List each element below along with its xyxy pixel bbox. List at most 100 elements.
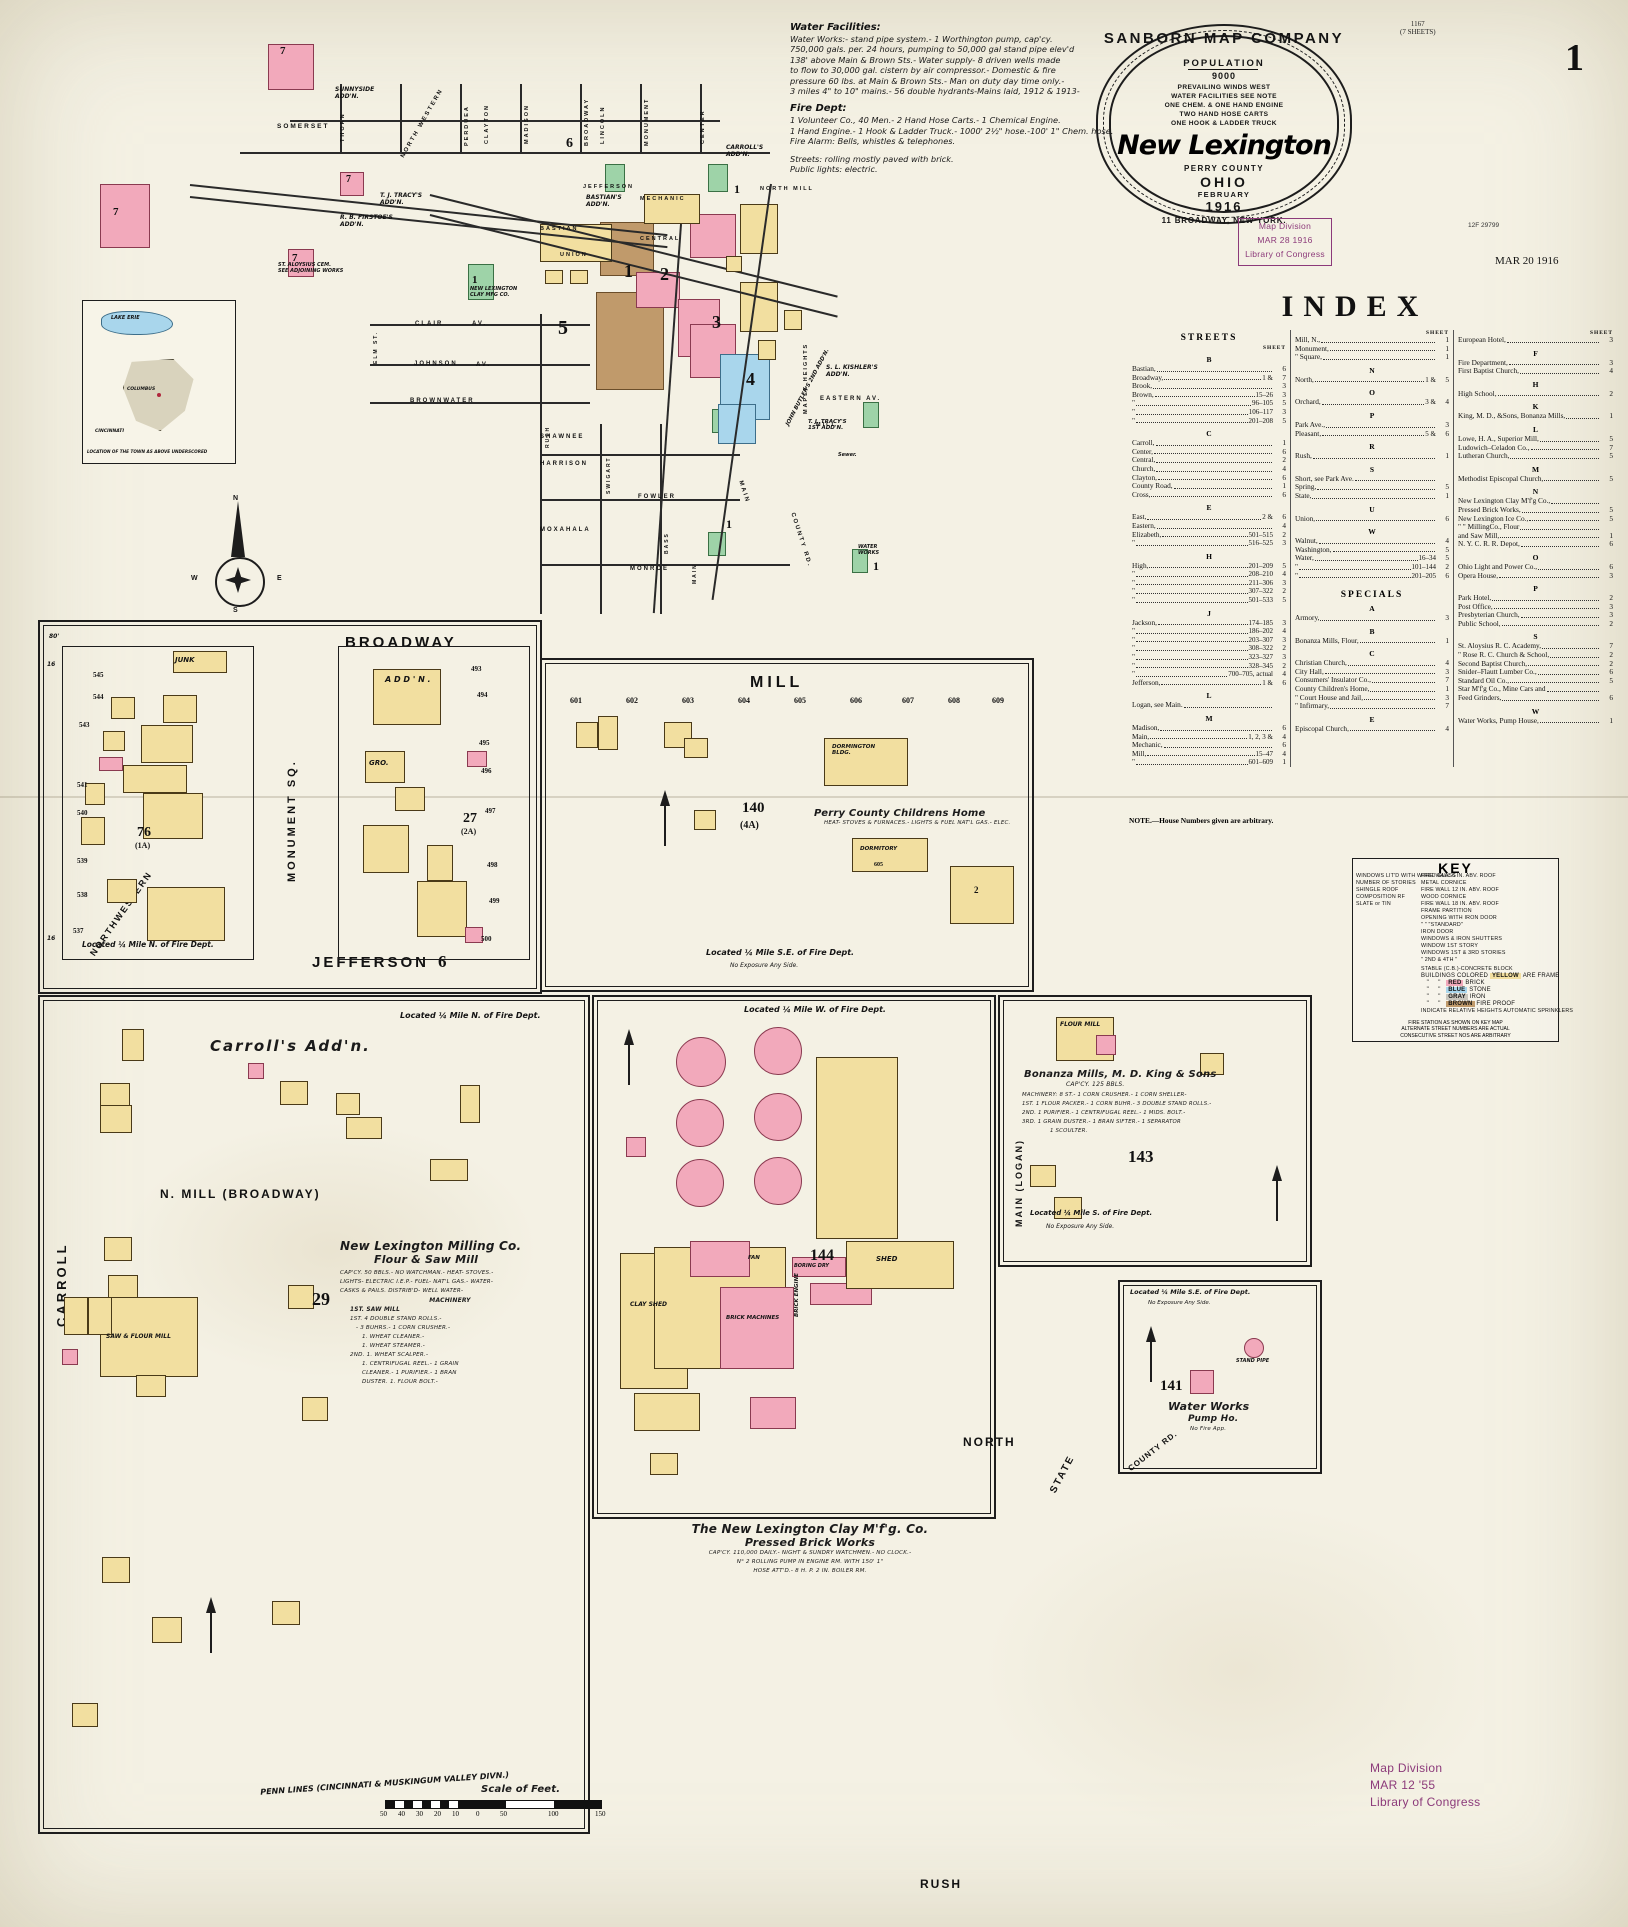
- index-entry[interactable]: Methodist Episcopal Church,5: [1458, 474, 1613, 484]
- index-entry[interactable]: Star M'f'g Co., Mine Cars and: [1458, 685, 1613, 694]
- index-entry[interactable]: Opera House,3: [1458, 571, 1613, 581]
- index-entry[interactable]: Church,4: [1132, 464, 1286, 474]
- index-entry[interactable]: Rush,1: [1295, 452, 1449, 461]
- index-entry[interactable]: Feed Grinders,6: [1458, 693, 1613, 703]
- index-entry[interactable]: Union,6: [1295, 514, 1449, 524]
- index-entry[interactable]: Park Ave.,3: [1295, 420, 1449, 430]
- index-entry[interactable]: Park Hotel,2: [1458, 593, 1613, 603]
- index-entry[interactable]: High School,2: [1458, 389, 1613, 399]
- index-entry[interactable]: " Rose R. C. Church & School,2: [1458, 650, 1613, 660]
- index-entry[interactable]: Logan, see Main.: [1132, 701, 1286, 710]
- index-entry[interactable]: Monument,1: [1295, 344, 1449, 354]
- index-entry[interactable]: Public School,2: [1458, 619, 1613, 629]
- index-entry[interactable]: Christian Church,4: [1295, 659, 1449, 668]
- index-entry[interactable]: Snider–Flautt Lumber Co.,6: [1458, 668, 1613, 677]
- map-block: [100, 184, 150, 248]
- index-entry[interactable]: Walnut,4: [1295, 537, 1449, 546]
- index-entry[interactable]: Center,6: [1132, 447, 1286, 457]
- index-entry[interactable]: Ludowich–Celadon Co.,7: [1458, 443, 1613, 453]
- index-entry[interactable]: European Hotel,3: [1458, 335, 1613, 345]
- index-entry[interactable]: Armory,3: [1295, 613, 1449, 623]
- index-entry[interactable]: Washington,5: [1295, 545, 1449, 555]
- index-entry-range: 208–210: [1248, 570, 1274, 579]
- index-entry[interactable]: State,1: [1295, 491, 1449, 501]
- index-entry[interactable]: " Court House and Jail,3: [1295, 693, 1449, 703]
- index-entry[interactable]: East,2 &6: [1132, 513, 1286, 522]
- index-entry[interactable]: County Children's Home,1: [1295, 684, 1449, 694]
- index-entry[interactable]: Consumers' Insulator Co.,7: [1295, 676, 1449, 685]
- index-entry[interactable]: Mechanic,6: [1132, 741, 1286, 750]
- index-entry[interactable]: Cross,6: [1132, 490, 1286, 500]
- index-entry[interactable]: Broadway,1 &7: [1132, 373, 1286, 383]
- index-entry[interactable]: Standard Oil Co.,5: [1458, 676, 1613, 686]
- index-entry[interactable]: N. Y. C. R. R. Depot,6: [1458, 540, 1613, 549]
- index-entry[interactable]: " Square,1: [1295, 353, 1449, 362]
- index-entry[interactable]: Water Works, Pump House,1: [1458, 716, 1613, 726]
- index-entry[interactable]: Short, see Park Ave.: [1295, 474, 1449, 484]
- map-building: [1054, 1197, 1082, 1219]
- index-entry-sheet: 6: [1445, 570, 1449, 580]
- index-entry[interactable]: Post Office,3: [1458, 602, 1613, 612]
- index-entry[interactable]: Jefferson,1 &6: [1132, 678, 1286, 688]
- note-line: Public lights: electric.: [790, 164, 878, 175]
- index-entry[interactable]: Madison,6: [1132, 723, 1286, 733]
- index-entry[interactable]: " " MillingCo., Flour: [1458, 523, 1613, 532]
- index-entry[interactable]: Clayton,6: [1132, 473, 1286, 483]
- index-entry[interactable]: Fire Department,3: [1458, 358, 1613, 368]
- index-entry[interactable]: Brook,3: [1132, 382, 1286, 391]
- map-building: [141, 725, 193, 763]
- index-entry[interactable]: Ohio Light and Power Co.,6: [1458, 562, 1613, 572]
- key-symbol-row: WOOD CORNICE: [1421, 894, 1467, 900]
- index-entry[interactable]: New Lexington Clay M'f'g Co.,: [1458, 497, 1613, 506]
- index-entry[interactable]: North,1 &5: [1295, 375, 1449, 385]
- index-entry[interactable]: Eastern,4: [1132, 521, 1286, 531]
- index-entry[interactable]: Pleasant,5 &6: [1295, 429, 1449, 439]
- index-entry[interactable]: Central,2: [1132, 456, 1286, 465]
- index-entry[interactable]: Spring,5: [1295, 483, 1449, 492]
- index-entry[interactable]: and Saw Mill,1: [1458, 531, 1613, 541]
- index-entry[interactable]: Main,1, 2, 3 &4: [1132, 732, 1286, 742]
- index-entry-name: Central,: [1132, 455, 1156, 465]
- index-entry[interactable]: New Lexington Ice Co.,5: [1458, 514, 1613, 524]
- index-entry[interactable]: Lutheran Church,5: [1458, 452, 1613, 461]
- index-entry[interactable]: " Infirmary,7: [1295, 702, 1449, 711]
- index-entry[interactable]: St. Aloysius R. C. Academy,7: [1458, 642, 1613, 651]
- index-entry[interactable]: Bonanza Mills, Flour,1: [1295, 636, 1449, 646]
- index-entry[interactable]: City Hall,3: [1295, 667, 1449, 677]
- index-entry[interactable]: Pressed Brick Works,5: [1458, 505, 1613, 515]
- index-entry[interactable]: Mill, N.,1: [1295, 335, 1449, 345]
- index-entry[interactable]: Second Baptist Church,2: [1458, 659, 1613, 669]
- index-entry[interactable]: Presbyterian Church,3: [1458, 611, 1613, 620]
- index-entry[interactable]: Bastian,6: [1132, 364, 1286, 374]
- index-entry[interactable]: First Baptist Church,4: [1458, 367, 1613, 376]
- index-entry[interactable]: King, M. D., &Sons, Bonanza Mills,1: [1458, 412, 1613, 421]
- index-entry[interactable]: County Road,1: [1132, 482, 1286, 491]
- index-entry[interactable]: Episcopal Church,4: [1295, 724, 1449, 734]
- index-entry[interactable]: Lowe, H. A., Superior Mill,5: [1458, 434, 1613, 444]
- index-entry[interactable]: Orchard,3 &4: [1295, 398, 1449, 407]
- index-entry[interactable]: Carroll,1: [1132, 439, 1286, 448]
